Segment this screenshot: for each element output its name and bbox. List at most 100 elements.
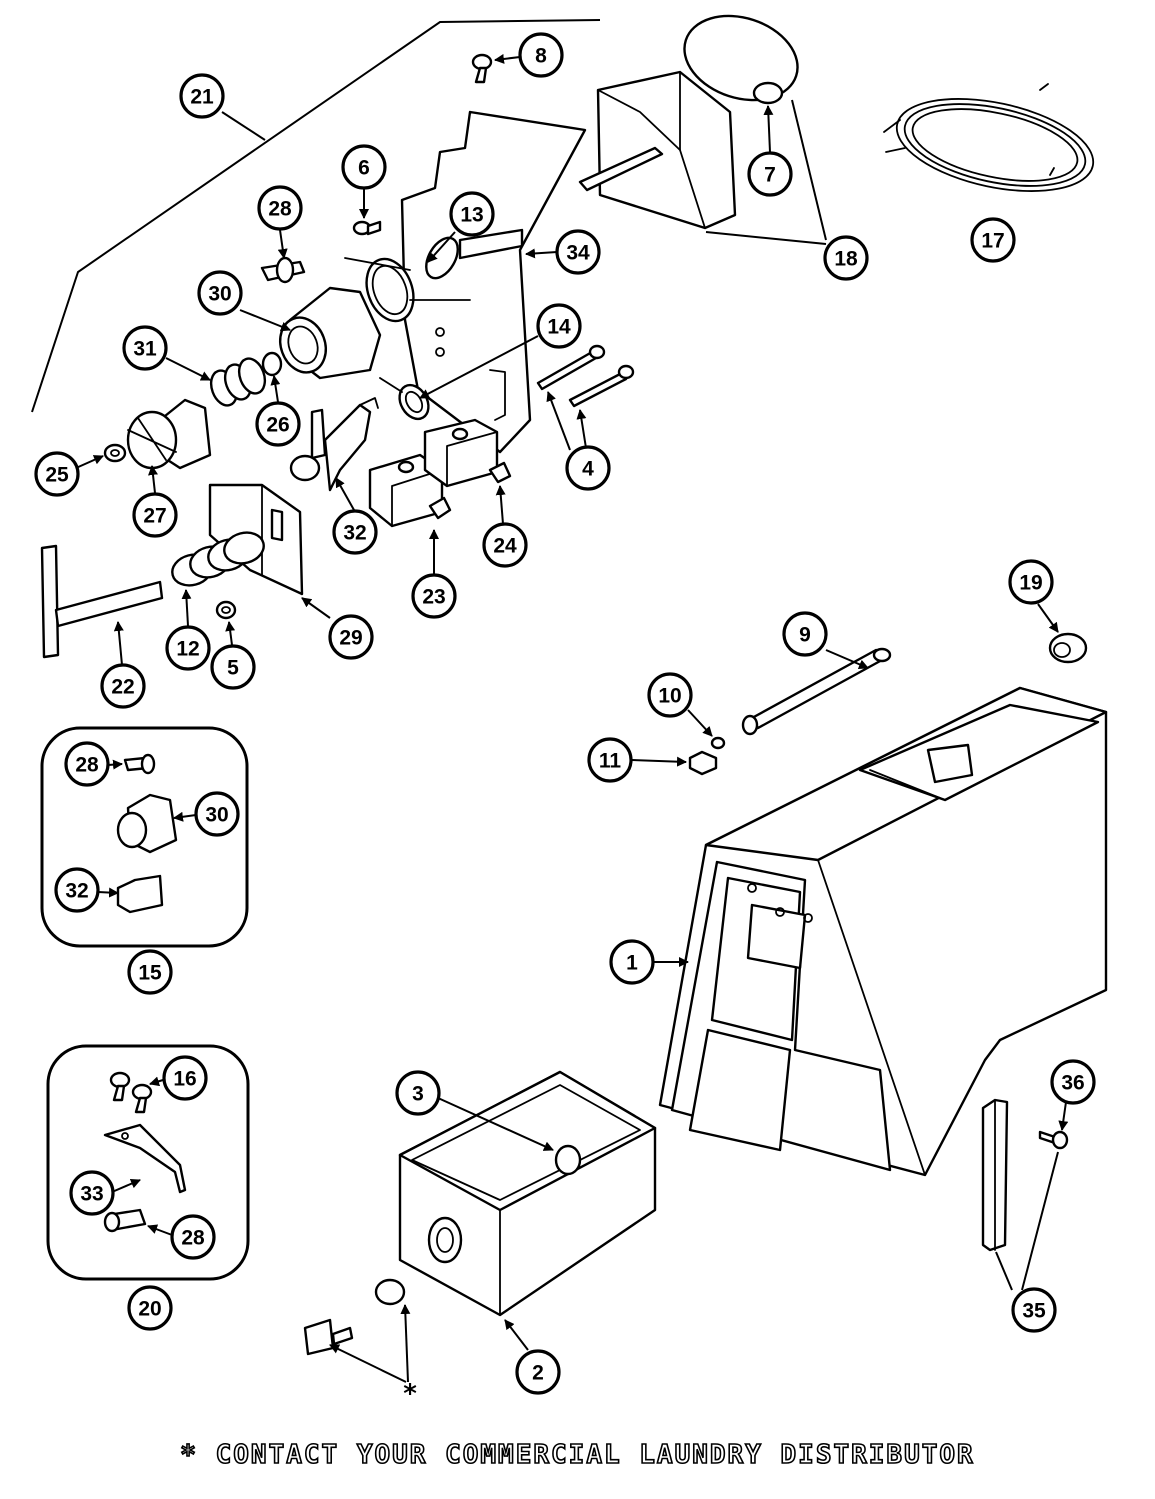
part-grommet-19	[1048, 632, 1088, 664]
callout-22: 22	[100, 663, 146, 709]
svg-text:17: 17	[981, 230, 1004, 253]
svg-text:2: 2	[532, 1362, 544, 1385]
callout-27: 27	[132, 492, 178, 538]
svg-text:13: 13	[460, 204, 483, 227]
callout-33: 33	[69, 1170, 115, 1216]
svg-text:28: 28	[181, 1227, 205, 1250]
part-cap-27	[126, 398, 212, 470]
callout-30-top: 30	[197, 270, 243, 316]
svg-text:15: 15	[138, 962, 162, 985]
svg-text:23: 23	[422, 586, 445, 609]
callout-4: 4	[565, 445, 611, 491]
svg-text:29: 29	[339, 627, 362, 650]
callout-16: 16	[162, 1055, 208, 1101]
svg-text:12: 12	[176, 638, 199, 661]
svg-text:3: 3	[412, 1083, 424, 1106]
callout-32-top: 32	[332, 509, 378, 555]
callout-19: 19	[1008, 559, 1054, 605]
part-bolts-4	[536, 344, 635, 408]
svg-text:11: 11	[599, 750, 622, 773]
svg-text:33: 33	[80, 1183, 103, 1206]
callout-5: 5	[210, 644, 256, 690]
part-solenoid-32	[289, 397, 379, 492]
part-nut-25	[103, 443, 127, 463]
callout-2: 2	[515, 1349, 561, 1395]
callout-28-kit20: 28	[170, 1214, 216, 1260]
part-clip-26	[261, 351, 283, 377]
svg-text:1: 1	[626, 952, 638, 975]
callout-24: 24	[482, 522, 528, 568]
part-fitting-28-top	[260, 256, 306, 284]
callout-9: 9	[782, 611, 828, 657]
callout-28-top: 28	[257, 185, 303, 231]
callout-31: 31	[122, 325, 168, 371]
part-coil-13	[344, 236, 471, 323]
part-switch-23	[368, 453, 452, 528]
part-actuator-arm-22	[40, 544, 164, 659]
svg-text:32: 32	[65, 880, 88, 903]
callout-35: 35	[1011, 1287, 1057, 1333]
part-screw-6	[352, 220, 382, 236]
part-wire-harness	[883, 83, 1095, 192]
svg-text:28: 28	[268, 198, 292, 221]
callout-25: 25	[34, 451, 80, 497]
svg-text:30: 30	[205, 804, 228, 827]
svg-text:5: 5	[227, 657, 239, 680]
svg-text:10: 10	[658, 685, 681, 708]
svg-text:20: 20	[138, 1298, 161, 1321]
callout-17: 17	[970, 217, 1016, 263]
callout-28-kit15: 28	[64, 741, 110, 787]
callout-6: 6	[341, 144, 387, 190]
callout-14: 14	[536, 303, 582, 349]
callout-13: 13	[449, 191, 495, 237]
assembly-bracket-line	[31, 19, 601, 413]
part-nut-5	[215, 600, 237, 620]
part-coin-box-2	[398, 1070, 657, 1317]
part-mounting-plate	[400, 110, 587, 454]
callout-29: 29	[328, 614, 374, 660]
svg-text:6: 6	[358, 157, 370, 180]
svg-text:14: 14	[547, 316, 571, 339]
svg-text:35: 35	[1022, 1300, 1046, 1323]
svg-text:30: 30	[208, 283, 231, 306]
callout-23: 23	[411, 573, 457, 619]
callout-21: 21	[179, 73, 225, 119]
svg-text:24: 24	[493, 535, 517, 558]
part-screw-8	[471, 53, 493, 84]
callout-30-kit15: 30	[194, 791, 240, 837]
callout-1: 1	[609, 939, 655, 985]
callout-10: 10	[647, 672, 693, 718]
svg-text:19: 19	[1019, 572, 1042, 595]
part-nut-11	[688, 750, 718, 776]
callout-12: 12	[165, 625, 211, 671]
kit-frame-20	[46, 1044, 250, 1281]
callout-8: 8	[518, 32, 564, 78]
part-rod-9	[741, 647, 892, 736]
callout-32-kit15: 32	[54, 867, 100, 913]
svg-text:16: 16	[173, 1068, 196, 1091]
part-timer-motor	[578, 14, 799, 230]
svg-text:34: 34	[566, 242, 590, 265]
svg-text:32: 32	[343, 522, 366, 545]
svg-text:27: 27	[143, 505, 166, 528]
part-washer-10	[710, 736, 726, 750]
part-spring-31	[209, 357, 267, 407]
callout-36: 36	[1050, 1059, 1096, 1105]
svg-text:18: 18	[834, 248, 858, 271]
callout-11: 11	[587, 737, 633, 783]
part-switch-24	[423, 418, 512, 488]
callout-7: 7	[747, 151, 793, 197]
part-screw-36	[1038, 1130, 1069, 1150]
svg-text:26: 26	[266, 414, 289, 437]
callout-15: 15	[127, 949, 173, 995]
svg-text:4: 4	[582, 458, 594, 481]
svg-text:25: 25	[45, 464, 69, 487]
part-lock-and-key	[303, 1278, 406, 1356]
part-spring-12	[171, 531, 265, 587]
svg-text:28: 28	[75, 754, 99, 777]
callout-34: 34	[555, 229, 601, 275]
callout-26: 26	[255, 401, 301, 447]
part-cabinet-1	[658, 686, 1108, 1177]
footnote-text: * CONTACT YOUR COMMERCIAL LAUNDRY DISTRI…	[179, 1439, 975, 1471]
